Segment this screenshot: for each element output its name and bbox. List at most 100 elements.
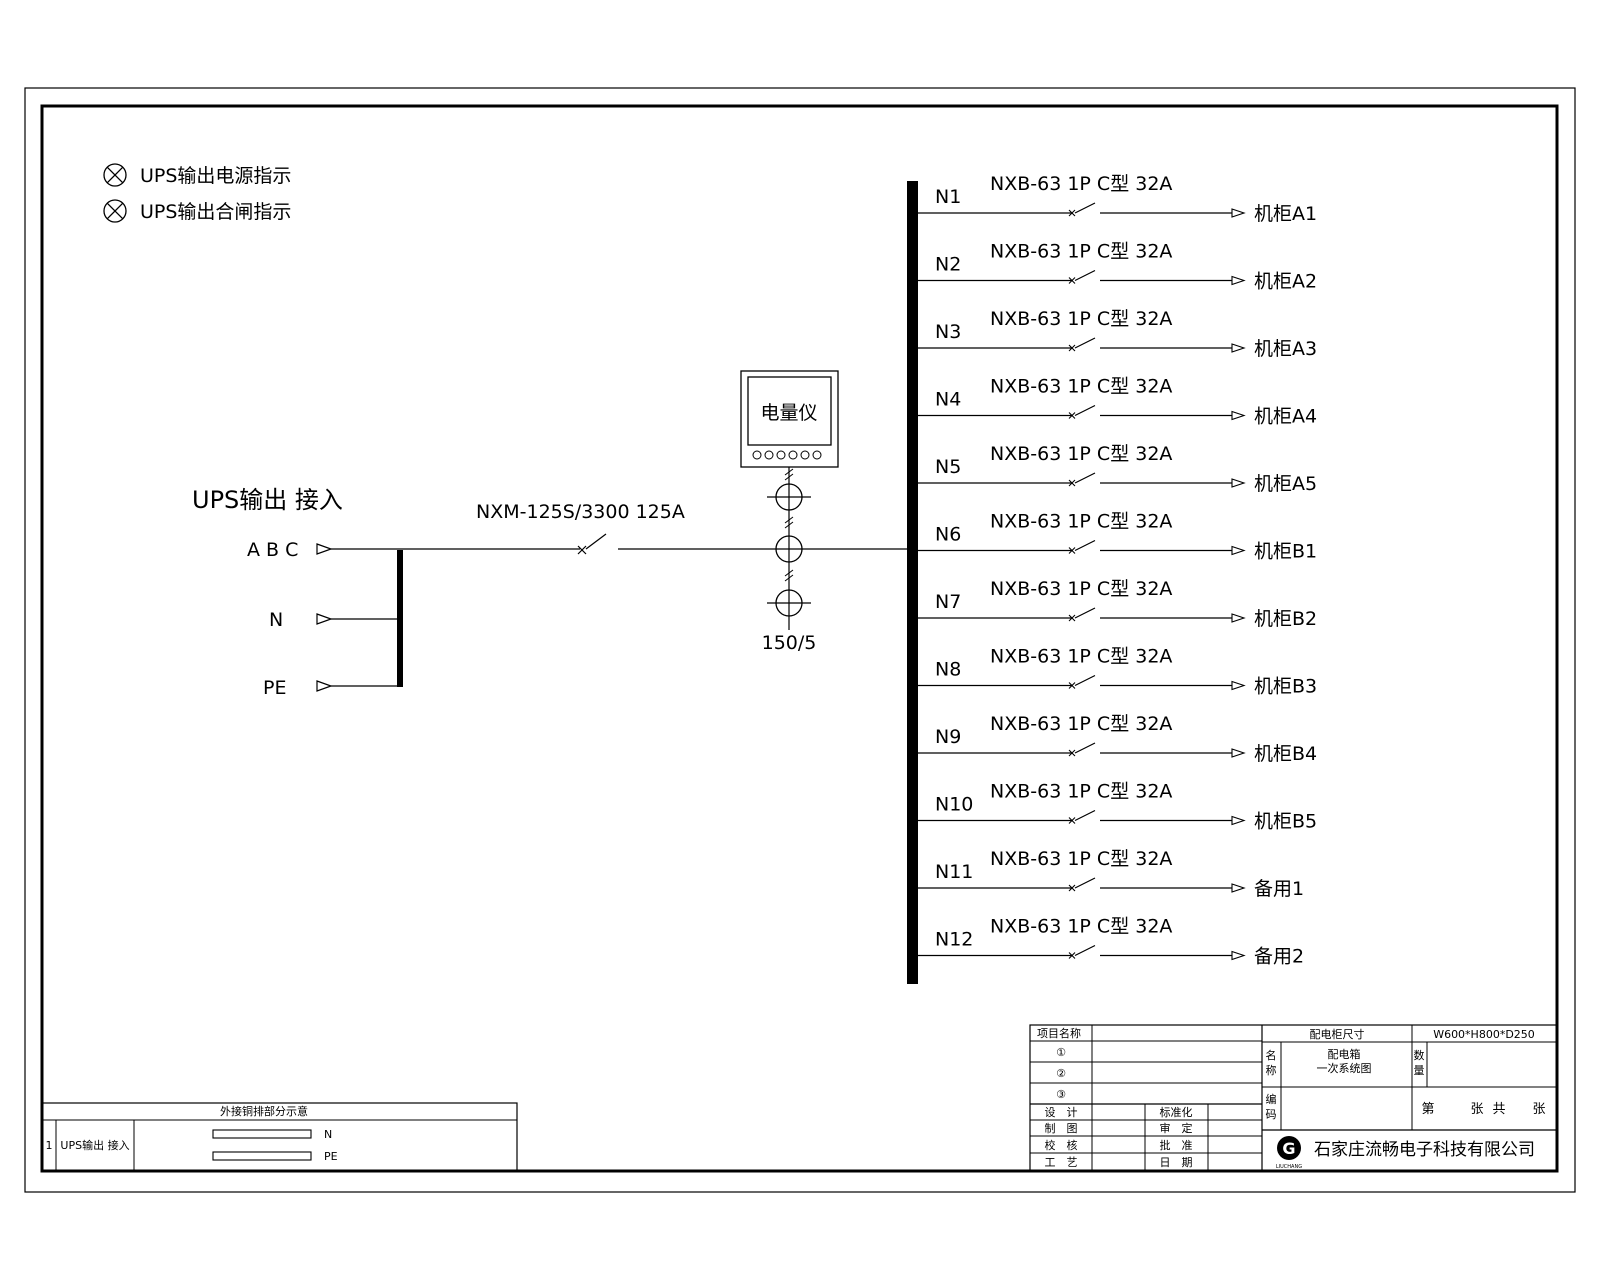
branch-target: 机柜B3 <box>1254 676 1317 698</box>
branch-target: 机柜A4 <box>1254 406 1317 428</box>
terminal-arrow-icon <box>1231 478 1246 488</box>
breaker-contact <box>1074 269 1096 282</box>
branch-id: N8 <box>935 659 961 681</box>
branch-breaker-label: NXB-63 1P C型 32A <box>990 578 1172 600</box>
tb-sheet-zhang1: 张 <box>1470 1102 1483 1117</box>
tb-name-value-1: 配电箱 <box>1328 1047 1361 1061</box>
branch-target: 机柜A5 <box>1254 473 1317 495</box>
branch-breaker-label: NXB-63 1P C型 32A <box>990 376 1172 398</box>
breaker-contact <box>1074 674 1096 687</box>
breaker-contact <box>1074 944 1096 957</box>
branch-breaker-label: NXB-63 1P C型 32A <box>990 173 1172 195</box>
branch-target: 机柜A3 <box>1254 338 1317 360</box>
branch-row: N4 NXB-63 1P C型 32A 机柜A4 <box>918 376 1317 428</box>
terminal-arrow-icon <box>1231 613 1246 623</box>
tb-design: 设 计 <box>1045 1106 1078 1119</box>
branch-breaker-label: NXB-63 1P C型 32A <box>990 308 1172 330</box>
breaker-cross-icon <box>1068 412 1076 419</box>
breaker-contact <box>1074 809 1096 822</box>
branch-id: N3 <box>935 321 961 343</box>
breaker-cross-icon <box>1068 209 1076 217</box>
input-title: UPS输出 接入 <box>192 486 343 514</box>
branch-row: N3 NXB-63 1P C型 32A 机柜A3 <box>918 308 1317 360</box>
branch-target: 机柜B2 <box>1254 608 1317 630</box>
terminal-arrow-icon <box>1231 950 1246 961</box>
branch-target: 机柜A2 <box>1254 271 1317 293</box>
terminal-arrow-icon <box>1231 815 1246 826</box>
tb-sheet-gong: 共 <box>1492 1102 1505 1117</box>
terminal-arrow-icon <box>316 613 333 625</box>
breaker-contact <box>1074 337 1096 349</box>
branch-id: N11 <box>935 861 973 883</box>
outer-frame <box>24 87 1576 1193</box>
terminal-arrow-icon <box>1231 883 1246 893</box>
branch-breaker-label: NXB-63 1P C型 32A <box>990 443 1172 465</box>
branch-target: 机柜B5 <box>1254 811 1317 833</box>
copper-bar-n-label: N <box>324 1128 332 1141</box>
current-transformer-icon <box>767 589 811 617</box>
breaker-cross-icon <box>1068 952 1076 959</box>
busbar-table: 外接铜排部分示意 1 UPS输出 接入 N PE <box>41 1102 518 1172</box>
branch-target: 机柜A1 <box>1254 203 1317 225</box>
branch-breaker-label: NXB-63 1P C型 32A <box>990 511 1172 533</box>
tb-draw: 制 图 <box>1045 1122 1078 1135</box>
terminal-arrow-icon <box>1231 410 1246 421</box>
branch-id: N1 <box>935 186 961 208</box>
breaker-cross-icon <box>1068 817 1076 824</box>
tb-qty-label-1: 数 <box>1414 1049 1425 1062</box>
tb-name-label-2: 称 <box>1266 1063 1277 1077</box>
branch-id: N4 <box>935 389 961 411</box>
phase-label-n: N <box>269 609 283 631</box>
tb-review: 审 定 <box>1160 1121 1193 1135</box>
branch-id: N10 <box>935 794 973 816</box>
tb-circ2: ② <box>1056 1067 1066 1080</box>
input-section: UPS输出 接入 A B C N PE <box>192 486 580 699</box>
tb-code-label-2: 码 <box>1266 1108 1277 1121</box>
main-breaker: NXM-125S/3300 125A <box>476 501 907 555</box>
branch-breaker-label: NXB-63 1P C型 32A <box>990 916 1172 938</box>
branch-target: 备用2 <box>1254 946 1304 968</box>
tb-size-value: W600*H800*D250 <box>1433 1028 1535 1041</box>
power-meter: 电量仪 150/5 <box>740 370 839 654</box>
breaker-cross-icon <box>1068 277 1076 284</box>
current-transformer-icon <box>767 483 811 511</box>
logo-subtext: LIUCHANG <box>1276 1164 1302 1170</box>
meter-label: 电量仪 <box>760 402 817 424</box>
input-busbar <box>397 550 403 687</box>
breaker-contact <box>585 533 607 550</box>
tb-check: 校 核 <box>1045 1138 1078 1152</box>
logo-letter: G <box>1282 1139 1295 1158</box>
tb-sheet-zhang2: 张 <box>1532 1102 1545 1117</box>
terminal-arrow-icon <box>1231 275 1246 286</box>
branch-breaker-label: NXB-63 1P C型 32A <box>990 646 1172 668</box>
tb-circ3: ③ <box>1056 1088 1066 1101</box>
branch-id: N7 <box>935 591 961 613</box>
logo-mark-icon <box>1277 1136 1301 1160</box>
branch-id: N6 <box>935 524 961 546</box>
breaker-cross-icon <box>1068 614 1076 622</box>
branch-breaker-label: NXB-63 1P C型 32A <box>990 848 1172 870</box>
branch-target: 机柜B4 <box>1254 743 1317 765</box>
breaker-cross-icon <box>1068 479 1076 487</box>
breaker-cross-icon <box>1068 682 1076 689</box>
terminal-arrow-icon <box>316 680 333 692</box>
terminal-arrow-icon <box>1231 748 1246 758</box>
breaker-cross-icon <box>1068 344 1076 352</box>
breaker-contact <box>1074 607 1096 619</box>
tb-approve: 批 准 <box>1160 1138 1193 1152</box>
branch-row: N1 NXB-63 1P C型 32A 机柜A1 <box>918 173 1317 225</box>
breaker-contact <box>1074 539 1096 552</box>
terminal-arrow-icon <box>316 543 333 555</box>
legend: UPS输出电源指示 UPS输出合闸指示 <box>103 163 291 223</box>
main-breaker-label: NXM-125S/3300 125A <box>476 501 685 523</box>
copper-bar-pe <box>212 1151 312 1161</box>
